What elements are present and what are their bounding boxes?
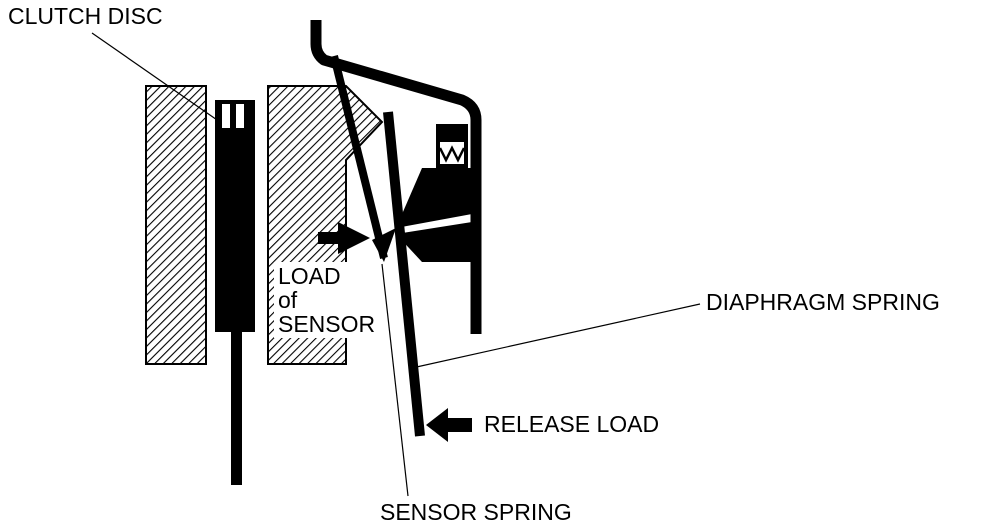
diaphragm-spring [383, 111, 425, 437]
load-of-sensor-bg [274, 262, 380, 338]
fulcrum-upper [396, 168, 472, 228]
load-of-sensor-label-2: of [278, 287, 298, 313]
clutch-disc [215, 100, 255, 485]
load-of-sensor-label-1: LOAD [278, 263, 341, 289]
clutch-cover [310, 20, 482, 334]
load-of-sensor-arrow [318, 222, 370, 254]
flywheel [145, 85, 207, 365]
load-of-sensor-label-3: SENSOR [278, 311, 375, 337]
diaphragm-spring-label: DIAPHRAGM SPRING [706, 289, 940, 315]
release-load-label: RELEASE LOAD [484, 411, 659, 437]
fulcrum-lower [396, 222, 472, 262]
return-spring [436, 124, 468, 174]
sensor-spring-tip [372, 228, 396, 262]
clutch-disc-leader [91, 32, 221, 123]
sensor-spring-label: SENSOR SPRING [380, 499, 572, 525]
diaphragm-spring-leader [411, 303, 701, 369]
sensor-spring-leader [381, 263, 409, 497]
clutch-disc-label: CLUTCH DISC [8, 3, 163, 29]
sensor-spring [330, 55, 388, 259]
release-load-arrow [426, 408, 472, 442]
